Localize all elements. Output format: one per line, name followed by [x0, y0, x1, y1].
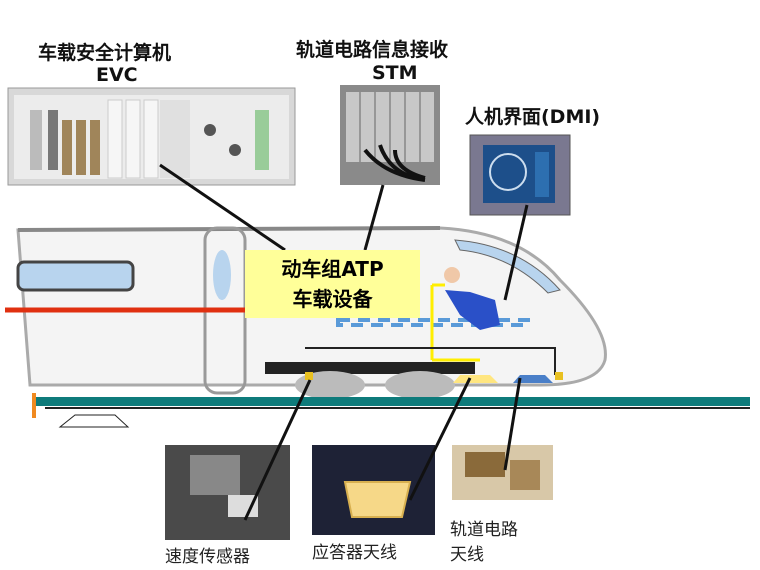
balise-antenna-label: 应答器天线: [312, 543, 397, 563]
stm-title: 轨道电路信息接收: [296, 39, 449, 61]
speed-sensor-label: 速度传感器: [165, 547, 250, 567]
atp-line1: 动车组ATP: [281, 257, 384, 281]
stm-unit-image: [340, 85, 440, 185]
speed-sensor-image: [165, 445, 290, 540]
evc-abbr: EVC: [96, 64, 138, 86]
track-circuit-antenna-label-2: 天线: [450, 545, 484, 565]
dmi-title: 人机界面(DMI): [465, 106, 601, 128]
dmi-screen-image: [469, 134, 571, 216]
atp-onboard-equipment-box: 动车组ATP 车载设备: [245, 250, 420, 318]
track-circuit-antenna-label-1: 轨道电路: [450, 520, 518, 540]
evc-title: 车载安全计算机: [38, 42, 172, 64]
track: [32, 393, 750, 428]
track-circuit-antenna-image: [452, 445, 553, 500]
leader-lines: [159, 163, 529, 521]
stm-abbr: STM: [372, 62, 418, 84]
evc-rack-image: [7, 87, 296, 186]
atp-line2: 车载设备: [292, 287, 373, 311]
